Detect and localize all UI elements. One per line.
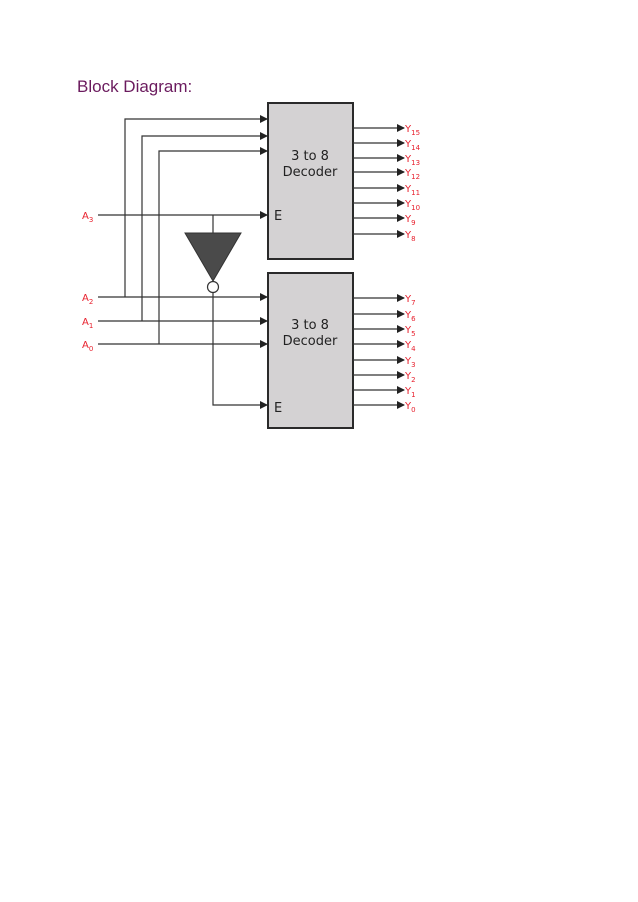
output-label: Y8: [404, 230, 416, 243]
input-label-a2: A2: [82, 293, 93, 306]
lower-output-labels: Y7 Y6 Y5 Y4 Y3 Y2 Y1 Y0: [404, 294, 416, 414]
lower-enable-label: E: [274, 401, 282, 416]
output-label: Y6: [404, 310, 416, 323]
page-title: Block Diagram:: [77, 77, 193, 96]
output-label: Y5: [404, 325, 416, 338]
upper-decoder-line2: Decoder: [283, 165, 338, 180]
lower-outputs: [353, 294, 405, 409]
output-label: Y14: [404, 139, 421, 152]
output-label: Y0: [404, 401, 416, 414]
upper-decoder-block: 3 to 8 Decoder E: [267, 102, 354, 260]
output-label: Y4: [404, 340, 416, 353]
lower-decoder-line1: 3 to 8: [291, 318, 329, 333]
output-label: Y7: [404, 294, 416, 307]
upper-outputs: [353, 124, 405, 238]
output-label: Y13: [404, 154, 420, 167]
output-label: Y1: [404, 386, 416, 399]
inverter-bubble-icon: [206, 280, 220, 294]
upper-decoder-line1: 3 to 8: [291, 149, 329, 164]
output-label: Y15: [404, 124, 420, 137]
input-label-a3: A3: [82, 211, 93, 224]
input-label-a1: A1: [82, 317, 93, 330]
lower-decoder-block: 3 to 8 Decoder E: [267, 272, 354, 429]
upper-enable-label: E: [274, 209, 282, 224]
input-wires: [98, 115, 268, 409]
input-label-a0: A0: [82, 340, 93, 353]
input-labels: A3 A2 A1 A0: [82, 211, 93, 353]
not-gate: [184, 232, 242, 294]
output-label: Y10: [404, 199, 420, 212]
lower-decoder-line2: Decoder: [283, 334, 338, 349]
output-label: Y12: [404, 168, 420, 181]
output-label: Y2: [404, 371, 416, 384]
output-label: Y9: [404, 214, 416, 227]
output-label: Y3: [404, 356, 416, 369]
output-label: Y11: [404, 184, 420, 197]
upper-output-labels: Y15 Y14 Y13 Y12 Y11 Y10 Y9 Y8: [404, 124, 421, 243]
